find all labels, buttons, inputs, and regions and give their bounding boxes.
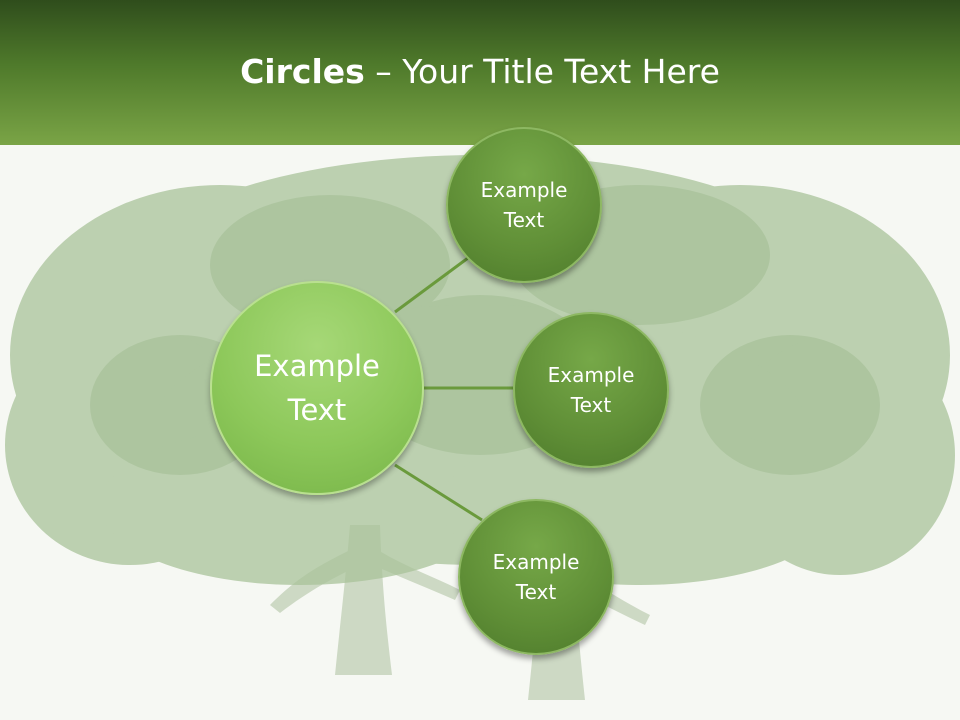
- title-bold: Circles: [240, 52, 365, 91]
- satellite-circle-middle-line1: Example: [547, 363, 635, 387]
- center-circle-line1: Example: [254, 349, 380, 383]
- satellite-circle-middle[interactable]: Example Text: [513, 312, 669, 468]
- satellite-circle-top[interactable]: Example Text: [446, 127, 602, 283]
- satellite-circle-bottom-line1: Example: [492, 550, 580, 574]
- title-banner: Circles – Your Title Text Here: [0, 0, 960, 145]
- satellite-circle-top-line1: Example: [480, 178, 568, 202]
- satellite-circle-top-line2: Text: [503, 208, 545, 232]
- connector-line-3: [394, 463, 483, 522]
- satellite-circle-bottom-line2: Text: [515, 580, 557, 604]
- satellite-circle-bottom[interactable]: Example Text: [458, 499, 614, 655]
- title-rest: – Your Title Text Here: [364, 52, 720, 91]
- connector-line-1: [394, 253, 473, 314]
- center-circle-line2: Text: [287, 393, 347, 427]
- slide-title: Circles – Your Title Text Here: [0, 52, 960, 91]
- satellite-circle-middle-line2: Text: [570, 393, 612, 417]
- center-circle[interactable]: Example Text: [210, 281, 424, 495]
